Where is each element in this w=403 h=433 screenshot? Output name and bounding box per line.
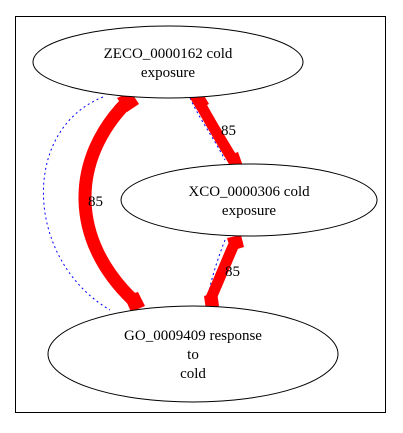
node-go-label-line-3: cold bbox=[180, 366, 206, 382]
edge-label-xco-go: 85 bbox=[225, 264, 240, 280]
node-xco-shape bbox=[120, 163, 378, 237]
graph-frame bbox=[15, 16, 386, 413]
node-go[interactable]: GO_0009409 response to cold bbox=[47, 305, 339, 403]
edge-label-zeco-xco: 85 bbox=[221, 123, 236, 139]
node-go-label-line-2: to bbox=[187, 347, 199, 363]
node-go-shape bbox=[47, 305, 339, 403]
edge-xco-go-head-end bbox=[204, 292, 219, 310]
edge-xco-go-head-start bbox=[227, 235, 244, 251]
node-go-label-line-1: GO_0009409 response bbox=[124, 328, 262, 344]
node-zeco-label-line-2: exposure bbox=[141, 65, 195, 81]
edge-label-zeco-go: 85 bbox=[88, 194, 103, 210]
node-zeco-shape bbox=[32, 25, 304, 99]
node-xco-label-line-2: exposure bbox=[222, 203, 276, 219]
edge-zeco-go-head-end bbox=[124, 292, 145, 312]
node-xco[interactable]: XCO_0000306 cold exposure bbox=[120, 163, 378, 237]
node-zeco[interactable]: ZECO_0000162 cold exposure bbox=[32, 25, 304, 99]
edge-zeco-xco-dotted bbox=[189, 97, 226, 161]
edge-zeco-go-thick bbox=[78, 95, 140, 307]
node-zeco-label-line-1: ZECO_0000162 cold bbox=[104, 46, 233, 62]
node-xco-label-line-1: XCO_0000306 cold bbox=[188, 184, 310, 200]
